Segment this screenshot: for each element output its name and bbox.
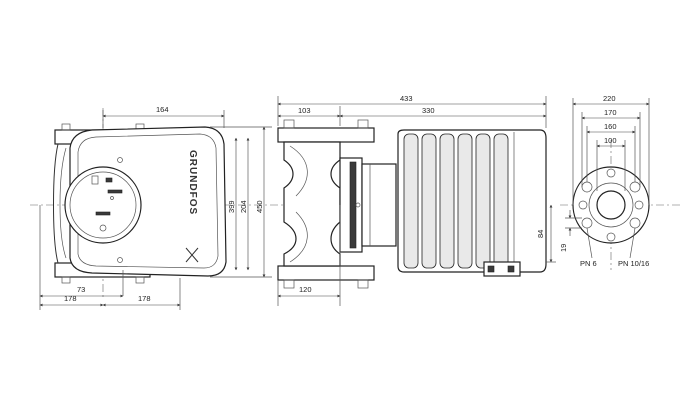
brand-logo: GRUNDFOS [187, 150, 198, 215]
front-view: GRUNDFOS 164 399 204 450 73 178 178 [30, 105, 545, 310]
dim-side-overall: 433 [400, 94, 413, 103]
dim-front-left-offset: 73 [77, 285, 85, 294]
dim-flange-170: 170 [604, 108, 617, 117]
dim-flange-160: 160 [604, 122, 617, 131]
dim-front-left-half: 178 [64, 294, 77, 303]
dim-flange-220: 220 [603, 94, 616, 103]
dim-front-height-total: 450 [255, 200, 264, 213]
label-pn1016: PN 10/16 [618, 259, 649, 268]
side-view: 433 103 330 120 84 [277, 94, 556, 306]
dim-front-height-inner: 399 [227, 200, 236, 213]
dim-side-shaft-height: 84 [536, 230, 545, 238]
dim-side-base: 120 [299, 285, 312, 294]
dim-side-motor-part: 330 [422, 106, 435, 115]
dim-front-right-half: 178 [138, 294, 151, 303]
dim-side-pump-part: 103 [298, 106, 311, 115]
flange-view: 220 170 160 100 19 PN 6 PN 10/16 [559, 94, 680, 270]
dim-flange-hole: 19 [559, 244, 568, 252]
label-pn6: PN 6 [580, 259, 597, 268]
dim-front-height-mid: 204 [239, 200, 248, 213]
dim-front-top-width: 164 [156, 105, 169, 114]
dim-flange-100: 100 [604, 136, 617, 145]
